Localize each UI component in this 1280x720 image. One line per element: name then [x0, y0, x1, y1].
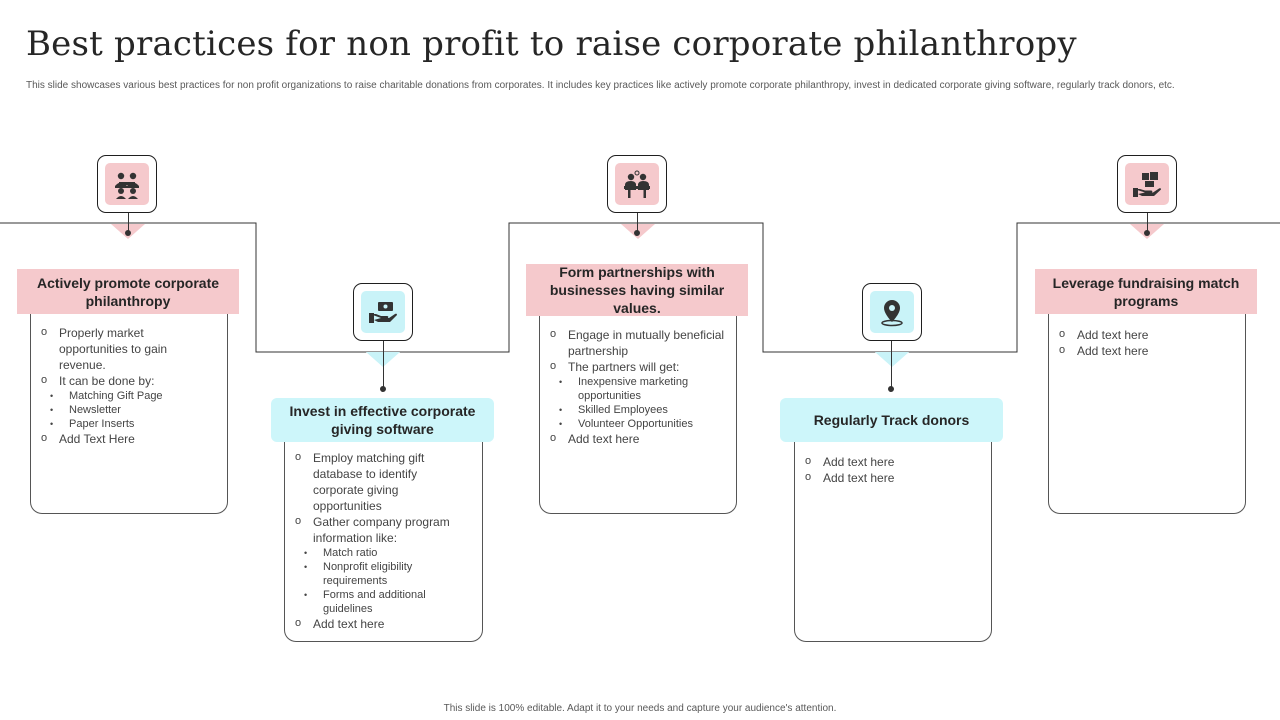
step2-icon-box: [353, 283, 413, 341]
step3-stem: [637, 213, 638, 233]
page-title: Best practices for non profit to raise c…: [26, 24, 1077, 64]
step5-content-box: Add text hereAdd text here: [1048, 300, 1246, 514]
list-item: Add text here: [805, 453, 983, 470]
hand-with-money-icon: [361, 291, 405, 333]
sub-list-item: Inexpensive marketing opportunities: [550, 375, 728, 403]
sub-list-item: Newsletter: [41, 403, 211, 417]
list-item: Add text here: [1059, 326, 1237, 343]
step2-heading: Invest in effective corporate giving sof…: [271, 398, 494, 442]
list-item: Engage in mutually beneficial partnershi…: [550, 326, 728, 359]
footer-note: This slide is 100% editable. Adapt it to…: [443, 703, 837, 714]
list-item: Add text here: [1059, 342, 1237, 359]
step4-dot: [888, 386, 894, 392]
step5-list: Add text hereAdd text here: [1059, 326, 1237, 359]
step5-stem: [1147, 213, 1148, 233]
list-item: It can be done by:: [41, 372, 211, 389]
list-item: Gather company program information like:: [295, 513, 470, 546]
step5-dot: [1144, 230, 1150, 236]
step3-heading: Form partnerships with businesses having…: [526, 264, 748, 316]
list-item: Add Text Here: [41, 430, 211, 447]
step4-content-box: Add text hereAdd text here: [794, 428, 992, 642]
sub-list-item: Skilled Employees: [550, 403, 728, 417]
page-subtitle: This slide showcases various best practi…: [26, 80, 1175, 91]
step1-heading: Actively promote corporate philanthropy: [17, 269, 239, 314]
step2-list: Employ matching gift database to identif…: [295, 449, 470, 632]
sub-list-item: Volunteer Opportunities: [550, 417, 728, 431]
sub-list-item: Matching Gift Page: [41, 389, 211, 403]
list-item: The partners will get:: [550, 358, 728, 375]
step4-list: Add text hereAdd text here: [805, 453, 983, 486]
step4-icon-box: [862, 283, 922, 341]
step2-dot: [380, 386, 386, 392]
step3-content-box: Engage in mutually beneficial partnershi…: [539, 300, 737, 514]
business-partners-table-icon: [615, 163, 659, 205]
step5-heading: Leverage fundraising match programs: [1035, 269, 1257, 314]
step4-heading: Regularly Track donors: [780, 398, 1003, 442]
list-item: Add text here: [550, 430, 728, 447]
step4-pointer: [875, 352, 909, 367]
list-item: Add text here: [805, 469, 983, 486]
step1-content-box: Properly market opportunities to gain re…: [30, 300, 228, 514]
step3-dot: [634, 230, 640, 236]
location-pin-icon: [870, 291, 914, 333]
step3-list: Engage in mutually beneficial partnershi…: [550, 326, 728, 447]
sub-list-item: Nonprofit eligibility requirements: [295, 560, 470, 588]
team-meeting-icon: [105, 163, 149, 205]
sub-list-item: Match ratio: [295, 546, 470, 560]
step1-list: Properly market opportunities to gain re…: [41, 324, 211, 447]
step1-icon-box: [97, 155, 157, 213]
step3-icon-box: [607, 155, 667, 213]
step1-stem: [128, 213, 129, 233]
list-item: Employ matching gift database to identif…: [295, 449, 470, 514]
step2-content-box: Employ matching gift database to identif…: [284, 428, 483, 642]
step1-dot: [125, 230, 131, 236]
step5-icon-box: [1117, 155, 1177, 213]
hand-with-gift-boxes-icon: [1125, 163, 1169, 205]
sub-list-item: Paper Inserts: [41, 417, 211, 431]
list-item: Properly market opportunities to gain re…: [41, 324, 211, 373]
step2-stem: [383, 341, 384, 389]
step4-stem: [891, 341, 892, 389]
sub-list-item: Forms and additional guidelines: [295, 588, 470, 616]
list-item: Add text here: [295, 615, 470, 632]
